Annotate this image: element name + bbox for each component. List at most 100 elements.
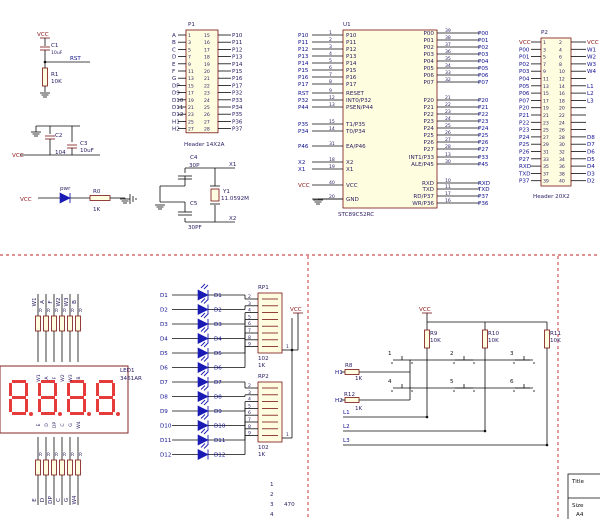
r12-value: 1K — [355, 406, 363, 412]
mcu-pin-number: 25 — [445, 123, 451, 129]
vcc-label: VCC — [37, 32, 49, 38]
p1-right-net: P37 — [232, 127, 243, 133]
p1-left-net: DP — [172, 83, 180, 89]
col-l3-net: L3 — [343, 438, 350, 444]
mcu-pin-number: 13 — [329, 102, 335, 108]
rp-pin: 3 — [248, 301, 251, 307]
junction-dot — [290, 348, 294, 352]
led-ray — [203, 400, 209, 406]
mcu-right-net: P26 — [478, 140, 489, 146]
mcu-u1-body — [342, 29, 438, 209]
p2-left-net: TXD — [518, 171, 531, 177]
display-top-net: W2 — [56, 297, 62, 306]
display-bot-resistor — [59, 459, 65, 476]
mcu-right-net: P21 — [478, 105, 489, 111]
p2-pin-right: 32 — [559, 150, 565, 156]
p2-pin-right: 28 — [559, 135, 565, 141]
note-value: 470 — [284, 502, 295, 508]
rp-pin: 4 — [248, 397, 251, 403]
led-name: D2 — [214, 308, 222, 314]
led-net: D6 — [160, 366, 168, 372]
display-bot-resistor — [43, 459, 49, 476]
display-top-res: R — [39, 308, 43, 314]
mcu-pin-number: 9 — [329, 88, 332, 94]
led-ray — [203, 299, 209, 304]
segment-c — [83, 399, 86, 412]
vcc-label: VCC — [12, 153, 24, 159]
segment-e — [38, 399, 41, 412]
led-diode — [197, 318, 209, 330]
display-top-resistor — [75, 315, 81, 332]
mcu-pin-number: 32 — [445, 77, 451, 83]
display-top-net: A — [40, 300, 46, 304]
segment-d — [12, 412, 26, 415]
led-ray — [203, 386, 209, 391]
mcu-right-label: P05 — [424, 66, 435, 72]
p2-pin-right: 16 — [559, 91, 565, 97]
mcu-left-net: P12 — [298, 47, 309, 53]
led-diode — [197, 304, 209, 315]
display-bot-net: W4 — [72, 495, 78, 505]
display-bot-resistor — [75, 459, 81, 476]
mcu-pin-number: 17 — [445, 191, 451, 197]
pullup-value: 10K — [430, 338, 441, 344]
p1-pin-right: 16 — [204, 40, 210, 46]
mcu-left-label: EA/P46 — [346, 144, 366, 150]
led-ray — [200, 370, 206, 376]
col-l1-net: L1 — [343, 410, 350, 416]
decimal-point — [29, 412, 33, 416]
mcu-right-net: RXD — [478, 181, 490, 187]
mcu-right-label: ALE/P45 — [411, 162, 434, 168]
seven-seg-display-body — [0, 365, 129, 434]
segment-d — [70, 412, 84, 415]
mcu-right-label: P07 — [424, 80, 435, 86]
segment-g — [70, 396, 84, 399]
mcu-left-net: P34 — [298, 129, 309, 135]
mcu-right-net: P07 — [478, 80, 489, 86]
p2-left-net: P25 — [519, 142, 530, 148]
display-top-pin: W1 — [36, 374, 42, 382]
mcu-right-label: P25 — [424, 133, 435, 139]
segment-b — [54, 383, 57, 396]
p2-right-net: D4 — [587, 164, 595, 170]
p1-pin-right: 25 — [204, 105, 210, 111]
mcu-pin-number: 28 — [445, 144, 451, 150]
mcu-left-net: P17 — [298, 82, 309, 88]
p2-left-net: P22 — [519, 120, 530, 126]
mcu-right-label: P04 — [424, 59, 435, 65]
mcu-left-label: RESET — [346, 91, 365, 97]
c3-ref: C3 — [80, 141, 88, 147]
p1-pin-right: 23 — [204, 91, 210, 97]
decimal-point — [87, 412, 91, 416]
p1-left-net: E — [172, 62, 176, 68]
mcu-left-label: P14 — [346, 61, 357, 67]
x1-net: X1 — [229, 162, 237, 168]
vcc-label: VCC — [20, 197, 32, 203]
mcu-right-label: P06 — [424, 73, 435, 79]
mcu-right-net: P27 — [478, 147, 489, 153]
mcu-left-net: RST — [298, 91, 309, 97]
p1-pin-left: 15 — [188, 83, 194, 89]
p1-left-net: G — [172, 76, 176, 82]
mcu-pin-number: 10 — [445, 178, 451, 184]
p2-pin-right: 40 — [559, 179, 565, 185]
p1-right-net: P35 — [232, 112, 243, 118]
mcu-left-net: X1 — [298, 167, 306, 173]
p1-pin-right: 17 — [204, 47, 210, 53]
p1-right-net: P36 — [232, 119, 243, 125]
col-l2-net: L2 — [343, 424, 350, 430]
mcu-right-net: P22 — [478, 112, 489, 118]
mcu-left-net: P44 — [298, 105, 309, 111]
mcu-pin-number: 18 — [329, 157, 335, 163]
p2-left-net: P26 — [519, 150, 530, 156]
led-diode — [197, 434, 209, 446]
segment-g — [99, 396, 113, 399]
led-ray — [203, 313, 209, 319]
display-top-pin: W2 — [60, 374, 66, 382]
rp-pin: 2 — [248, 294, 251, 300]
mcu-pin-number: 26 — [445, 130, 451, 136]
mcu-pin-number: 5 — [329, 58, 332, 64]
p1-left-net: H2 — [172, 127, 180, 133]
p1-pin-left: 3 — [188, 40, 191, 46]
p1-pin-right: 26 — [204, 112, 210, 118]
